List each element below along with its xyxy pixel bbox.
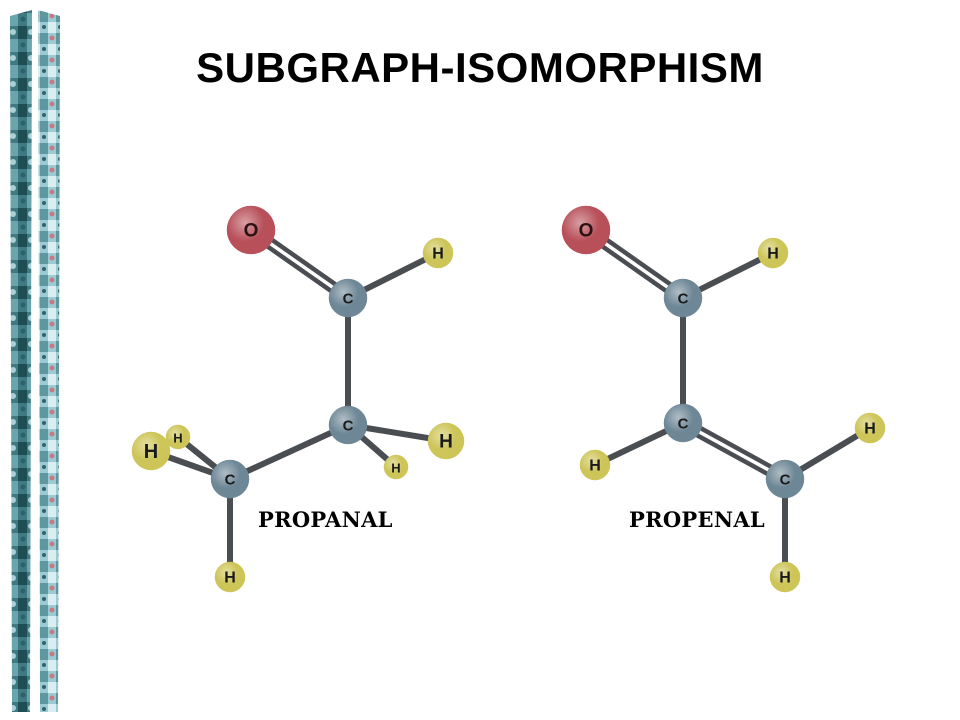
molecule-name-propanal: PROPANAL <box>258 507 393 532</box>
atom-label: H <box>589 458 601 475</box>
atom-label: O <box>244 221 259 242</box>
atom-label: H <box>779 570 791 587</box>
atom-label: C <box>343 418 354 435</box>
atom-ball-c <box>210 459 250 499</box>
atom-label: C <box>780 472 791 489</box>
decorative-banner <box>10 10 60 712</box>
atom-ball-o <box>226 205 276 255</box>
atom-label: H <box>144 441 158 463</box>
molecule-name-propenal: PROPENAL <box>629 507 765 532</box>
atom-label: O <box>579 221 594 242</box>
atom-ball-c <box>328 405 368 445</box>
atom-label: H <box>173 431 182 446</box>
slide-title: SUBGRAPH-ISOMORPHISM <box>196 44 764 91</box>
atom-propanal-h5: H <box>165 424 191 450</box>
atom-ball-h <box>214 561 246 593</box>
atom-ball-h <box>757 237 789 269</box>
atom-propanal-h2: H <box>427 422 465 460</box>
atom-label: C <box>678 416 689 433</box>
atom-ball-c <box>663 278 703 318</box>
atom-propanal-o1: O <box>226 205 276 255</box>
atom-propanal-c1: C <box>328 278 368 318</box>
atom-ball-h <box>422 237 454 269</box>
atom-propanal-h1: H <box>422 237 454 269</box>
atom-propenal-h3: H <box>854 412 886 444</box>
atom-propenal-h1: H <box>757 237 789 269</box>
atom-ball-c <box>765 459 805 499</box>
atom-ball-h <box>579 449 611 481</box>
atom-propanal-c3: C <box>210 459 250 499</box>
bond-propenal-c2-c3-b <box>682 417 790 478</box>
atom-label: C <box>678 291 689 308</box>
atom-propenal-c2: C <box>663 403 703 443</box>
atom-ball-o <box>561 205 611 255</box>
atom-label: H <box>391 461 400 476</box>
atom-ball-h <box>131 431 171 471</box>
bond-propanal-c2-c3 <box>227 422 351 482</box>
atom-propanal-h3: H <box>383 454 409 480</box>
atom-ball-h <box>383 454 409 480</box>
atom-propanal-h6: H <box>214 561 246 593</box>
atom-ball-h <box>165 424 191 450</box>
atom-ball-h <box>769 561 801 593</box>
bond-propenal-c2-c3-a <box>678 424 786 485</box>
atom-propenal-o1: O <box>561 205 611 255</box>
atom-propenal-h2: H <box>579 449 611 481</box>
atom-ball-h <box>427 422 465 460</box>
atom-label: H <box>224 570 236 587</box>
atom-label: H <box>767 246 779 263</box>
atom-label: C <box>343 291 354 308</box>
atom-ball-c <box>663 403 703 443</box>
atom-propenal-h4: H <box>769 561 801 593</box>
atom-propanal-h4: H <box>131 431 171 471</box>
atom-ball-c <box>328 278 368 318</box>
atom-label: H <box>864 421 876 438</box>
atom-propenal-c3: C <box>765 459 805 499</box>
atom-label: H <box>432 246 444 263</box>
atom-ball-h <box>854 412 886 444</box>
atom-label: C <box>225 472 236 489</box>
atom-propenal-c1: C <box>663 278 703 318</box>
atom-label: H <box>439 432 453 453</box>
atom-propanal-c2: C <box>328 405 368 445</box>
